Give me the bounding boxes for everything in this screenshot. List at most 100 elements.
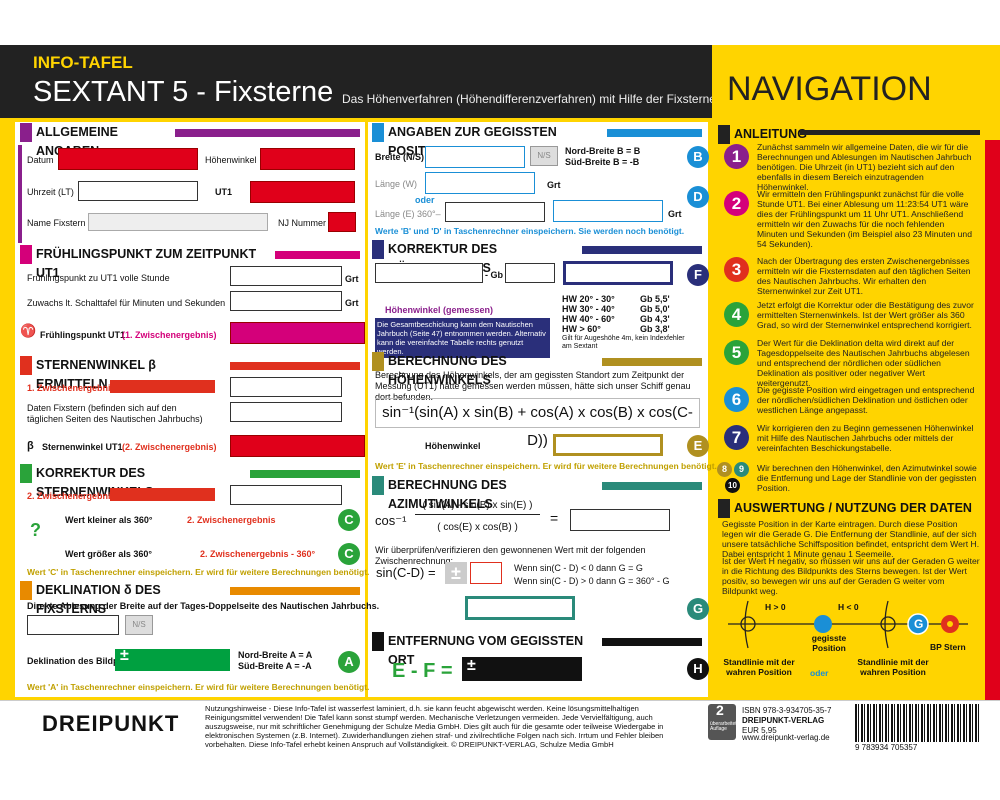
gp-laenge-e-field[interactable] <box>445 202 545 222</box>
step-9-icon: 9 <box>734 462 749 477</box>
fixstern-label: Name Fixstern <box>27 218 86 228</box>
gp-breite-label: Breite (N/S) <box>375 152 425 162</box>
section-gegisste-heading: ANGABEN ZUR GEGISSTEN POSITION <box>372 123 607 158</box>
gp-sb: Süd-Breite B = -B <box>565 157 640 167</box>
step-5-icon: 5 <box>724 340 749 365</box>
gp-laenge-result[interactable] <box>553 200 663 222</box>
bh-note: Wert 'E' in Taschenrechner einspeichern.… <box>375 461 717 471</box>
az-check: Wir überprüfen/verifizieren den gewonnen… <box>375 545 646 566</box>
diag-standlinie-left: Standlinie mit der wahren Position <box>723 657 795 677</box>
kh-result-field[interactable] <box>563 261 673 285</box>
az-pm-sign: ± <box>445 562 467 584</box>
diag-h-pos: H > 0 <box>765 602 786 612</box>
dk-row1-field[interactable] <box>27 615 119 635</box>
section-entfernung-heading: ENTFERNUNG VOM GEGISSTEN ORT <box>372 632 602 667</box>
nj-label: NJ Nummer <box>278 218 327 228</box>
verlag: DREIPUNKT-VERLAG <box>742 716 825 725</box>
ent-eq: E - F = <box>392 660 453 682</box>
header-subtitle: Das Höhenverfahren (Höhendifferenzverfah… <box>342 92 716 106</box>
auswertung-text-2: Ist der Wert H negativ, so müssen wir un… <box>722 556 980 596</box>
section-fruehling-heading: FRÜHLINGSPUNKT ZUM ZEITPUNKT UT1 <box>20 245 275 280</box>
ent-result-field[interactable] <box>462 657 582 681</box>
section-korrektur-sw-bar <box>250 470 360 478</box>
section-entfernung-bar <box>602 638 702 646</box>
step-7-text: Wir korrigieren den zu Beginn gemessenen… <box>757 423 974 453</box>
circle-a: A <box>338 651 360 673</box>
bh-result-field[interactable] <box>553 434 663 456</box>
section-korrektur-sw-heading: KORREKTUR DES STERNENWINKELS <box>20 464 250 499</box>
fp-row3-field[interactable] <box>230 322 365 344</box>
beta-icon: β <box>27 440 34 452</box>
dk-sb: Süd-Breite A = -A <box>238 661 312 671</box>
kh-hw-label: Höhenwinkel (gemessen) <box>385 305 494 315</box>
az-sincd-field[interactable] <box>470 562 502 584</box>
sw-row3-field[interactable] <box>230 435 365 457</box>
step-3-text: Nach der Übertragung des ersten Zwischen… <box>757 256 971 296</box>
circle-d: D <box>687 186 709 208</box>
auswertung-heading: AUSWERTUNG / NUTZUNG DER DATEN <box>718 499 978 518</box>
gp-breite-field[interactable] <box>425 146 525 168</box>
uhrzeit-label: Uhrzeit (LT) <box>27 187 74 197</box>
kh-hw-field[interactable] <box>375 263 483 283</box>
bh-hw-label: Höhenwinkel <box>425 441 481 451</box>
step-8-text: Wir berechnen den Höhenwinkel, den Azimu… <box>757 463 977 493</box>
dk-pm-sign: ± <box>120 647 129 664</box>
diag-oder: oder <box>810 668 829 678</box>
step-8-icon: 8 <box>717 462 732 477</box>
az-eq: = <box>550 510 559 526</box>
diag-standlinie-right: Standlinie mit der wahren Position <box>857 657 929 677</box>
fp-row1-field[interactable] <box>230 266 342 286</box>
sw-row1-label: 1. Zwischenergebnis übertragen <box>27 383 166 393</box>
fp-row2-label: Zuwachs lt. Schalttafel für Minuten und … <box>27 298 226 308</box>
ks-row1-arrow <box>110 488 215 501</box>
sw-row2-field[interactable] <box>230 402 342 422</box>
fp-row2-grt: Grt <box>345 298 359 308</box>
ent-pm-sign: ± <box>467 657 476 674</box>
diag-bp: BP Stern <box>930 642 966 652</box>
section-ber-hw-bar <box>602 358 702 366</box>
sw-row1-field[interactable] <box>230 377 342 397</box>
ks-row3-sub: 2. Zwischenergebnis - 360° <box>200 549 316 559</box>
footer-url[interactable]: www.dreipunkt-verlag.de <box>742 733 830 742</box>
fixstern-field[interactable] <box>88 213 268 231</box>
fp-row2-field[interactable] <box>230 291 342 311</box>
dk-nb: Nord-Breite A = A <box>238 650 313 660</box>
ks-row1-field[interactable] <box>230 485 342 505</box>
dk-row2-field[interactable] <box>115 649 230 671</box>
az-den: ( cos(E) x cos(B) ) <box>437 522 518 533</box>
footer <box>0 700 1000 800</box>
circle-h: H <box>687 658 709 680</box>
section-azimut-bar <box>602 482 702 490</box>
circle-c-2: C <box>338 543 360 565</box>
sw-row3-sub: (2. Zwischenergebnis) <box>122 442 217 452</box>
uhrzeit-field[interactable] <box>78 181 198 201</box>
gp-laenge-w-field[interactable] <box>425 172 535 194</box>
ut1-field[interactable] <box>250 181 355 203</box>
gp-ns-field[interactable]: N/S <box>530 146 558 166</box>
ks-row1-label: 2. Zwischenergebnis übertragen <box>27 491 166 501</box>
edition-badge <box>708 704 736 740</box>
dk-ns-field[interactable]: N/S <box>125 615 153 635</box>
step-7-icon: 7 <box>724 425 749 450</box>
section-korr-hw-bar <box>582 246 702 254</box>
az-final-field[interactable] <box>465 596 575 620</box>
header-bar <box>0 45 712 118</box>
kh-t1-gb: Gb 5,5' <box>640 294 670 304</box>
barcode-digits: 9 783934 705357 <box>855 743 918 752</box>
step-5-text: Der Wert für die Deklination delta wird … <box>757 338 970 388</box>
kh-gb-field[interactable] <box>505 263 555 283</box>
step-10-icon: 10 <box>725 478 740 493</box>
ks-row2-sub: 2. Zwischenergebnis <box>187 515 276 525</box>
hoehenwinkel-field[interactable] <box>260 148 355 170</box>
az-result-field[interactable] <box>570 509 670 531</box>
fp-row3-label: Frühlingspunkt UT1 <box>40 330 125 340</box>
kh-t4-hw: HW > 60° <box>562 324 601 334</box>
circle-g: G <box>687 598 709 620</box>
kh-t4-gb: Gb 3,8' <box>640 324 670 334</box>
datum-field[interactable] <box>58 148 198 170</box>
nj-field[interactable] <box>328 212 356 232</box>
kh-t1-hw: HW 20° - 30° <box>562 294 615 304</box>
diag-g-label: G <box>914 617 924 631</box>
ks-row2-label: Wert kleiner als 360° <box>65 515 153 525</box>
kh-info: Die Gesamtbeschickung kann dem Nautische… <box>375 318 550 358</box>
